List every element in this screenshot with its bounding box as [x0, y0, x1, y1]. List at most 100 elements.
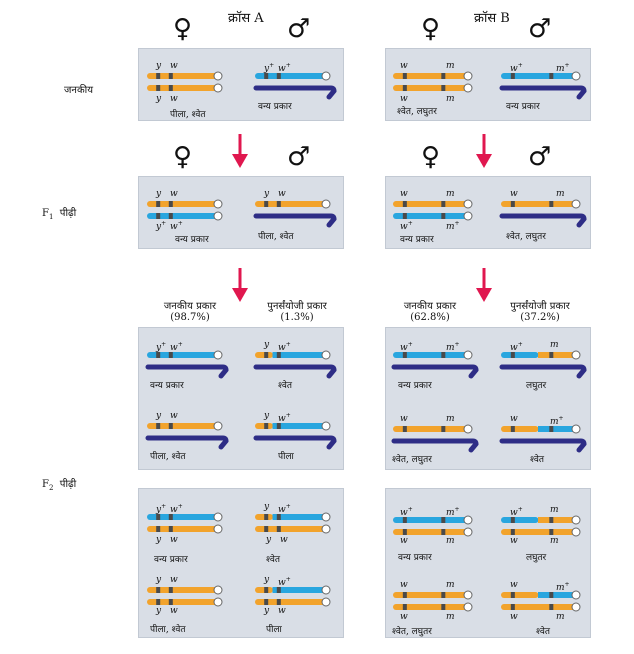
gene-label: m [550, 340, 559, 350]
arrow-down-icon [476, 134, 492, 168]
phenotype-label: वन्य प्रकार [154, 555, 188, 565]
y-chromosome [499, 438, 587, 453]
gene-label: w [278, 606, 286, 616]
phenotype-label: पीला, श्वेत [258, 232, 294, 242]
y-chromosome [145, 435, 229, 450]
percent-b-recombinant: (37.2%) [520, 312, 560, 323]
gene-label: w+ [510, 341, 523, 353]
phenotype-label: पीला [266, 625, 282, 635]
phenotype-label: श्वेत [266, 555, 280, 565]
phenotype-label: श्वेत, लघुतर [506, 232, 546, 242]
gene-label: w [170, 535, 178, 545]
panel-a-f2-bottom [138, 488, 344, 638]
y-chromosome [253, 435, 337, 450]
phenotype-label: वन्य प्रकार [506, 102, 540, 112]
panel-a-parental [138, 48, 344, 121]
arrow-down-icon [476, 268, 492, 302]
gene-label: y [156, 189, 162, 199]
x-chromosome [501, 71, 581, 81]
x-chromosome [147, 71, 223, 81]
panel-b-parental [385, 48, 591, 121]
phenotype-label: वन्य प्रकार [258, 102, 292, 112]
x-chromosome [147, 524, 223, 534]
gene-label: y [264, 189, 270, 199]
x-chromosome [393, 515, 473, 525]
phenotype-label: वन्य प्रकार [150, 381, 184, 391]
gene-label: m [446, 61, 455, 71]
gene-label: y [156, 61, 162, 71]
phenotype-label: वन्य प्रकार [398, 381, 432, 391]
gene-label: m [446, 536, 455, 546]
phenotype-label: श्वेत [530, 455, 544, 465]
phenotype-label: पीला, श्वेत [170, 110, 206, 120]
gene-label: y [264, 575, 270, 585]
header-b-parental: जनकीय प्रकार [403, 301, 457, 312]
gene-label: y [156, 94, 162, 104]
x-chromosome [255, 597, 331, 607]
phenotype-label: श्वेत [536, 627, 550, 637]
gene-label: w [400, 414, 408, 424]
gene-label: w [170, 411, 178, 421]
male-symbol-icon: ♂ [287, 14, 311, 44]
gene-label: y [266, 535, 272, 545]
gene-label: w+ [278, 62, 291, 74]
percent-a-parental: (98.7%) [170, 312, 210, 323]
gene-label: y [156, 606, 162, 616]
gene-label: w+ [400, 506, 413, 518]
phenotype-label: पीला, श्वेत [150, 625, 186, 635]
gene-label: y [264, 606, 270, 616]
gene-label: w+ [510, 62, 523, 74]
x-chromosome [501, 515, 581, 525]
x-chromosome [393, 350, 473, 360]
y-chromosome [499, 364, 587, 379]
gene-label: w [400, 94, 408, 104]
x-chromosome [255, 512, 331, 522]
gene-label: w [510, 189, 518, 199]
phenotype-label: श्वेत, लघुतर [392, 455, 432, 465]
phenotype-label: श्वेत [278, 381, 292, 391]
gene-label: w [400, 536, 408, 546]
x-chromosome [255, 421, 331, 431]
gene-label: w+ [400, 341, 413, 353]
gene-label: m+ [550, 415, 564, 427]
x-chromosome [501, 590, 581, 600]
x-chromosome [501, 350, 581, 360]
y-chromosome [253, 364, 337, 379]
cross-a-title: क्रॉस A [228, 11, 264, 26]
x-chromosome [255, 524, 331, 534]
y-chromosome [253, 213, 337, 228]
percent-a-recombinant: (1.3%) [280, 312, 314, 323]
x-chromosome [255, 350, 331, 360]
x-chromosome [501, 527, 581, 537]
gene-label: w [170, 575, 178, 585]
gene-label: y [156, 411, 162, 421]
x-chromosome [393, 590, 473, 600]
gene-label: w [510, 612, 518, 622]
gene-label: w [400, 612, 408, 622]
x-chromosome [393, 424, 473, 434]
gene-label: m [556, 612, 565, 622]
gene-label: w+ [400, 220, 413, 232]
gene-label: w [170, 606, 178, 616]
male-symbol-icon: ♂ [528, 14, 552, 44]
x-chromosome [255, 585, 331, 595]
panel-a-f1 [138, 176, 344, 249]
gene-label: w [170, 61, 178, 71]
x-chromosome [147, 512, 223, 522]
phenotype-label: लघुतर [526, 381, 547, 391]
y-chromosome [145, 364, 229, 379]
phenotype-label: वन्य प्रकार [400, 235, 434, 245]
phenotype-label: श्वेत, लघुतर [392, 627, 432, 637]
x-chromosome [147, 421, 223, 431]
x-chromosome [393, 199, 473, 209]
gene-label: m+ [446, 220, 460, 232]
x-chromosome [147, 597, 223, 607]
gene-label: y [264, 411, 270, 421]
row-label-f1: F1 पीढ़ी [42, 208, 77, 221]
x-chromosome [501, 424, 581, 434]
gene-label: w+ [278, 341, 291, 353]
x-chromosome [147, 350, 223, 360]
phenotype-label: वन्य प्रकार [398, 553, 432, 563]
phenotype-label: पीला [278, 452, 294, 462]
gene-label: w+ [278, 576, 291, 588]
